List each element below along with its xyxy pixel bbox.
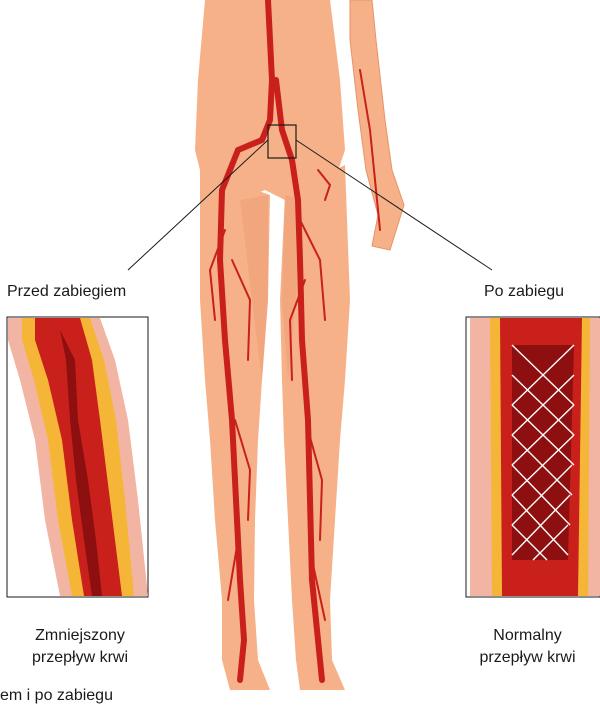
before-panel-illustration — [7, 317, 148, 597]
before-title: Przed zabiegiem — [7, 282, 126, 302]
before-caption: Zmniejszony przepływ krwi — [0, 625, 160, 669]
arm-shape — [350, 0, 404, 250]
before-caption-line1: Zmniejszony — [0, 625, 160, 647]
after-caption: Normalny przepływ krwi — [455, 625, 600, 669]
before-caption-line2: przepływ krwi — [0, 647, 160, 669]
after-caption-line1: Normalny — [455, 625, 600, 647]
after-caption-line2: przepływ krwi — [455, 647, 600, 669]
after-panel-illustration — [466, 317, 600, 597]
after-title: Po zabiegu — [484, 282, 564, 302]
bottom-caption-fragment: em i po zabiegu — [0, 686, 113, 706]
